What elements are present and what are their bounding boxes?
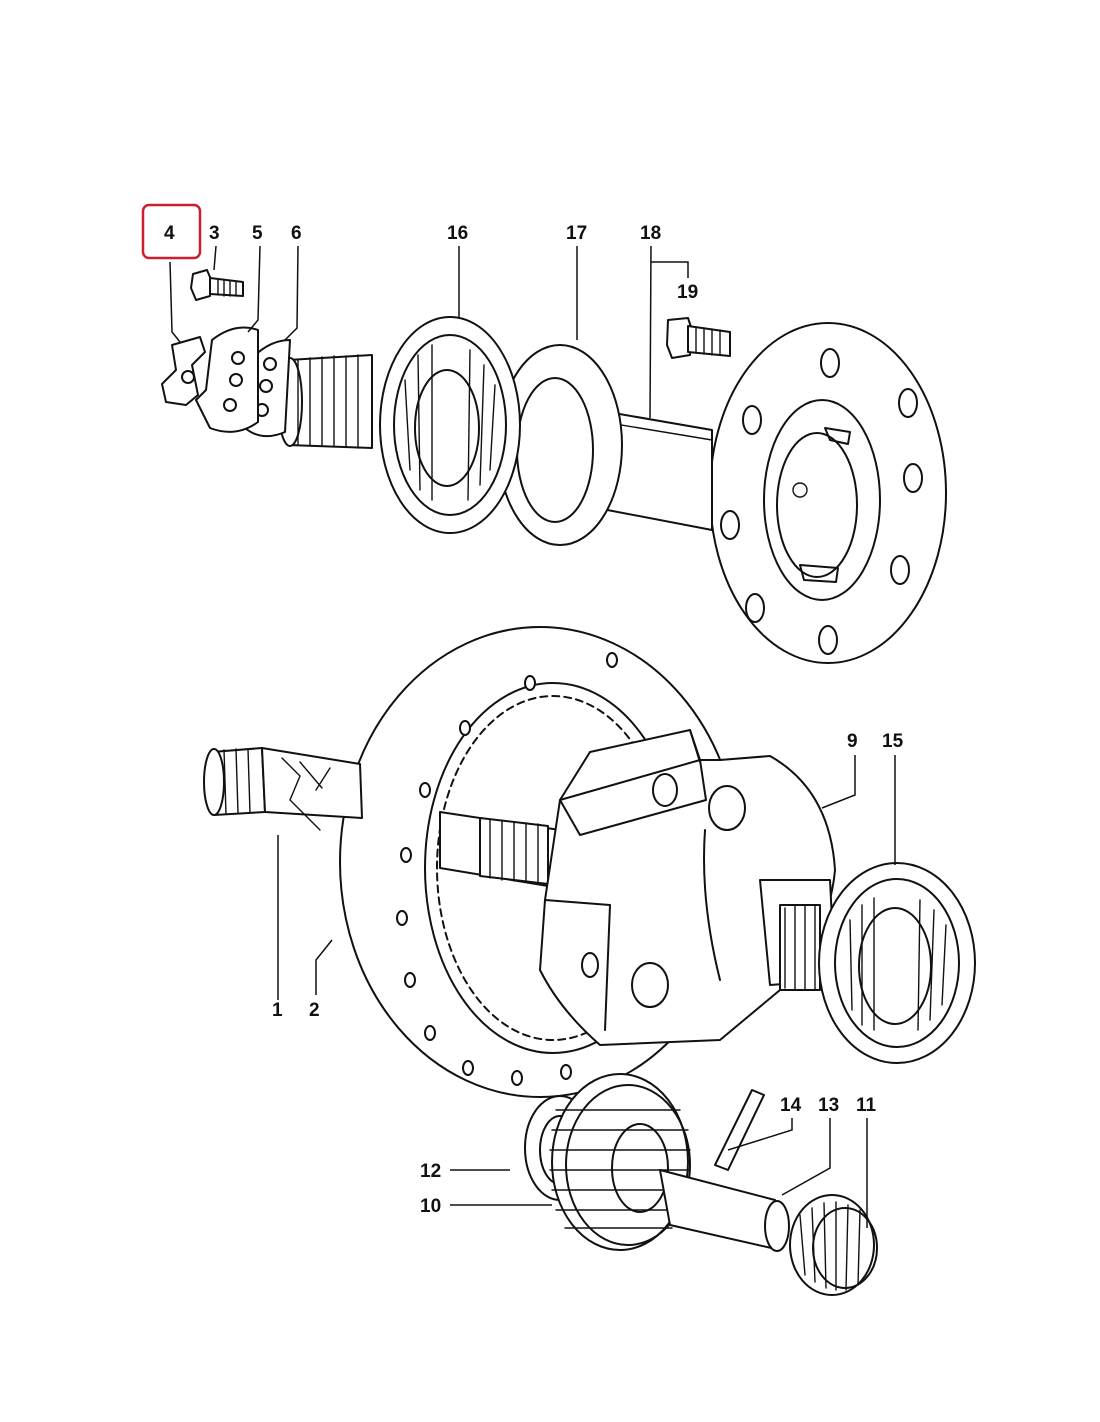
part-label-6[interactable]: 6 xyxy=(291,223,302,244)
drive-flange xyxy=(709,322,947,664)
input-shaft-1 xyxy=(203,747,561,889)
planet-gear-10 xyxy=(549,1073,691,1251)
upper-shaft-assembly xyxy=(161,269,947,664)
lock-plate-5 xyxy=(195,326,259,433)
part-label-10[interactable]: 10 xyxy=(420,1196,441,1217)
leader-lines xyxy=(169,245,896,1228)
part-labels: 4 3 5 6 16 17 18 19 9 15 1 2 14 13 11 12… xyxy=(164,223,904,1217)
bearing-15 xyxy=(818,862,976,1064)
part-label-16[interactable]: 16 xyxy=(447,223,468,244)
highlight-box-part-4 xyxy=(141,203,202,260)
part-label-13[interactable]: 13 xyxy=(818,1095,839,1116)
roll-pin-14 xyxy=(714,1089,765,1171)
part-label-18[interactable]: 18 xyxy=(640,223,661,244)
part-label-15[interactable]: 15 xyxy=(882,731,904,752)
bolt-19 xyxy=(666,317,731,359)
needle-bearing-11 xyxy=(789,1194,878,1296)
part-label-12[interactable]: 12 xyxy=(420,1161,441,1182)
part-label-14[interactable]: 14 xyxy=(780,1095,802,1116)
part-label-17[interactable]: 17 xyxy=(566,223,587,244)
retainer-4 xyxy=(161,336,206,406)
splined-shaft-end xyxy=(277,354,373,449)
planet-carrier-9 xyxy=(539,729,836,1046)
part-label-4[interactable]: 4 xyxy=(164,223,175,244)
part-label-3[interactable]: 3 xyxy=(209,223,220,244)
bolt-3 xyxy=(190,269,244,301)
part-label-19[interactable]: 19 xyxy=(677,282,698,303)
lower-planetary-assembly xyxy=(203,626,976,1296)
part-label-9[interactable]: 9 xyxy=(847,731,858,752)
planet-pin-13 xyxy=(659,1169,790,1252)
part-label-5[interactable]: 5 xyxy=(252,223,263,244)
bearing-16 xyxy=(379,316,521,534)
part-label-1[interactable]: 1 xyxy=(272,1000,283,1021)
part-label-2[interactable]: 2 xyxy=(309,1000,320,1021)
part-label-11[interactable]: 11 xyxy=(856,1095,877,1116)
